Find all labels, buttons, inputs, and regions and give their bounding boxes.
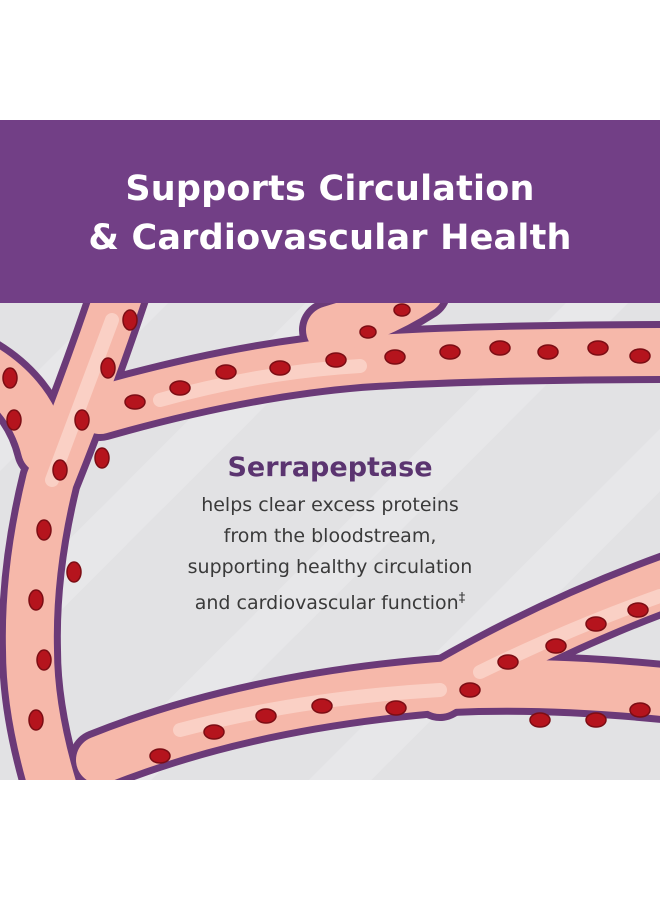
footnote-mark: ‡ — [458, 591, 466, 606]
blood-vessel-icon — [0, 204, 660, 780]
body-text-line-2: from the bloodstream, — [223, 525, 437, 547]
body-text-line-1: helps clear excess proteins — [201, 494, 459, 516]
body-text-line-4-text: and cardiovascular function — [194, 592, 459, 614]
body-text-line-3: supporting healthy circulation — [187, 556, 473, 578]
body-text-line-4: and cardiovascular function‡ — [120, 583, 540, 619]
headline-line-2: & Cardiovascular Health — [88, 217, 572, 258]
headline: Supports Circulation & Cardiovascular He… — [88, 161, 571, 263]
info-text-block: Serrapeptase helps clear excess proteins… — [120, 450, 540, 619]
headline-banner: Supports Circulation & Cardiovascular He… — [0, 120, 660, 303]
headline-line-1: Supports Circulation — [125, 168, 535, 209]
red-blood-cells — [2, 303, 651, 764]
product-name: Serrapeptase — [227, 452, 433, 483]
